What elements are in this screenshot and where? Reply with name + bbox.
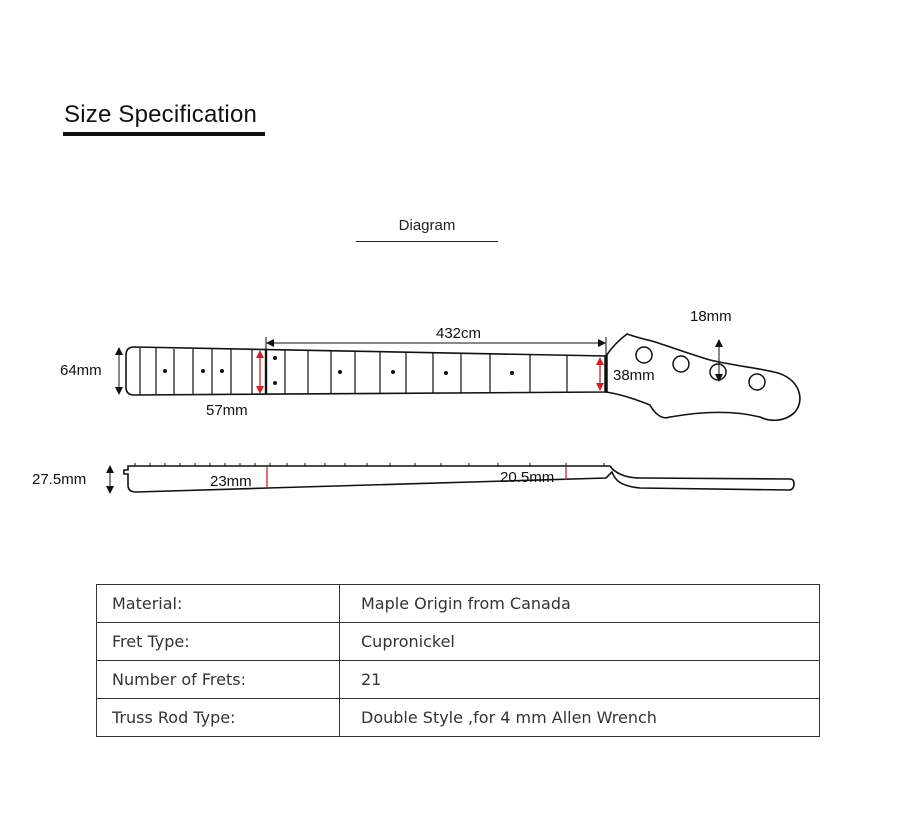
spec-value: 21 xyxy=(339,660,820,699)
neck-outline xyxy=(125,346,607,396)
tuner-hole-2 xyxy=(672,355,690,373)
fret-lines xyxy=(139,348,568,395)
headstock-thickness-label: 18mm xyxy=(690,308,732,325)
tuner-hole-3 xyxy=(709,363,727,381)
fret12-width-label: 57mm xyxy=(206,402,248,419)
first-fret-depth-label: 20.5mm xyxy=(500,469,554,486)
spec-label: Material: xyxy=(96,584,340,623)
diagram-caption: Diagram xyxy=(398,217,456,234)
inlay-dots xyxy=(163,356,514,385)
diagram-caption-underline xyxy=(356,241,498,242)
scale-length-label: 432cm xyxy=(436,325,481,342)
nut-width-label: 38mm xyxy=(613,367,655,384)
headstock-outline xyxy=(605,333,801,422)
heel-width-label: 64mm xyxy=(60,362,102,379)
neck-diagram: 432cm 64mm 57mm 38mm 18mm xyxy=(32,308,801,494)
neck-top-view: 432cm 64mm 57mm 38mm 18mm xyxy=(60,308,801,422)
spec-label: Truss Rod Type: xyxy=(96,698,340,737)
spec-label: Fret Type: xyxy=(96,622,340,661)
tuner-hole-1 xyxy=(635,346,653,364)
side-profile-outline xyxy=(123,465,795,493)
spec-value: Double Style ,for 4 mm Allen Wrench xyxy=(339,698,820,737)
page-title-underline xyxy=(63,132,265,136)
tuner-hole-4 xyxy=(748,373,766,391)
total-depth-label: 27.5mm xyxy=(32,471,86,488)
spec-value: Cupronickel xyxy=(339,622,820,661)
table-row: Truss Rod Type: Double Style ,for 4 mm A… xyxy=(96,698,820,737)
table-row: Fret Type: Cupronickel xyxy=(96,622,820,661)
page-title: Size Specification xyxy=(64,101,258,128)
fret-ticks xyxy=(134,463,605,466)
spec-table: Material: Maple Origin from Canada Fret … xyxy=(96,584,820,737)
neck-side-view: 27.5mm 23mm 20.5mm xyxy=(32,463,795,494)
fret12-depth-label: 23mm xyxy=(210,473,252,490)
table-row: Number of Frets: 21 xyxy=(96,660,820,699)
spec-value: Maple Origin from Canada xyxy=(339,584,820,623)
spec-label: Number of Frets: xyxy=(96,660,340,699)
table-row: Material: Maple Origin from Canada xyxy=(96,584,820,623)
